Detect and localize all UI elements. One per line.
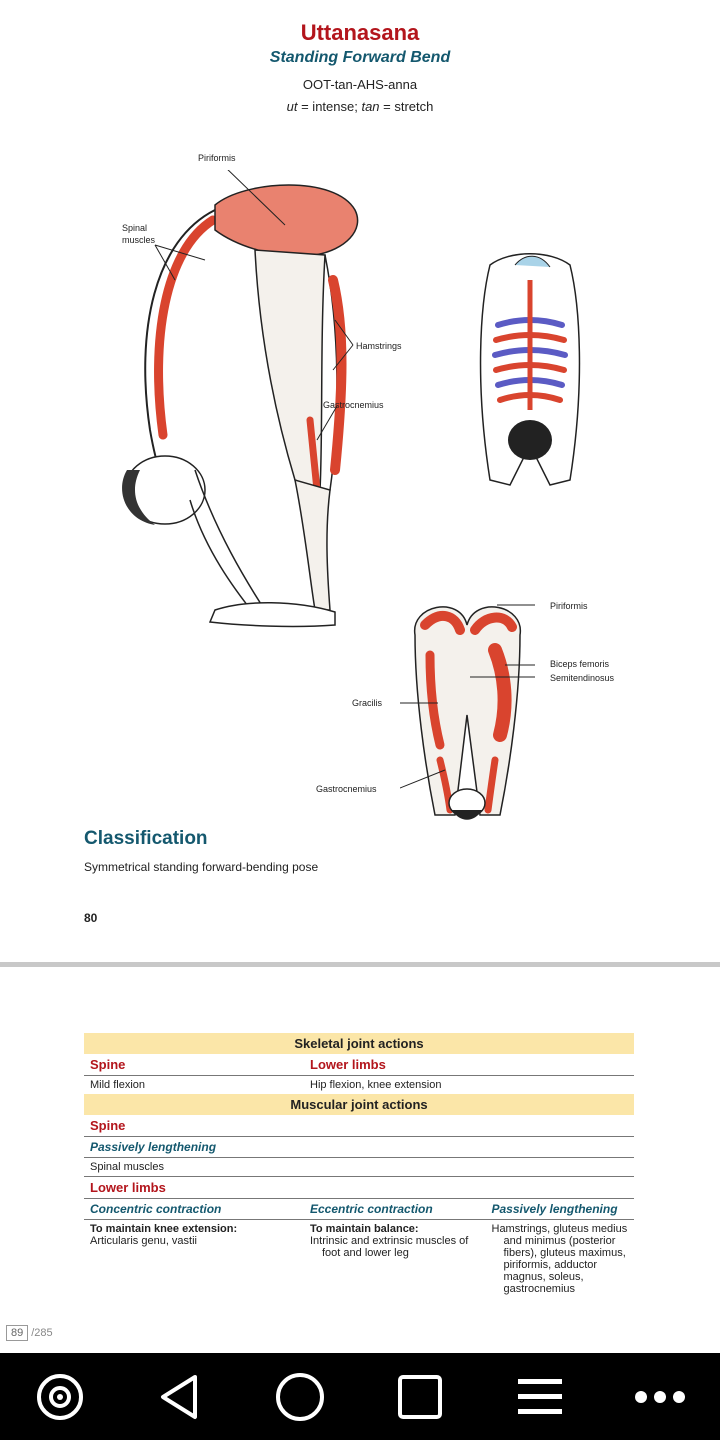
pose-subtitle: Standing Forward Bend (269, 49, 451, 66)
muscular-header: Muscular joint actions (84, 1094, 634, 1115)
col3-cell: Hamstrings, gluteus medius and minimus (… (491, 1223, 628, 1295)
lower-limbs-action: Hip flexion, knee extension (310, 1079, 442, 1091)
label-spinal-muscles: muscles (122, 235, 156, 245)
spinal-muscles: Spinal muscles (84, 1157, 634, 1177)
recents-button[interactable] (380, 1353, 460, 1440)
menu-button[interactable] (500, 1353, 580, 1440)
col1-cell: To maintain knee extension: Articularis … (90, 1223, 238, 1247)
classification-text: Symmetrical standing forward-bending pos… (84, 860, 319, 874)
label-piriformis: Piriformis (198, 153, 236, 163)
page-indicator[interactable]: 89 /285 (6, 1325, 53, 1341)
more-button[interactable] (620, 1353, 700, 1440)
home-icon (276, 1372, 324, 1421)
label-biceps-femoris: Biceps femoris (550, 659, 610, 669)
hamstring-detail-illustration (400, 604, 535, 820)
spine-action: Mild flexion (90, 1079, 146, 1091)
etymology: ut = intense; tan = stretch (286, 99, 434, 114)
label-gastrocnemius: Gastrocnemius (323, 400, 384, 410)
current-page-box[interactable]: 89 (6, 1325, 29, 1341)
passively-lengthening-1: Passively lengthening (84, 1136, 634, 1158)
page-separator (0, 962, 720, 967)
back-icon (161, 1374, 197, 1419)
recents-icon (398, 1374, 442, 1419)
eye-icon (37, 1373, 83, 1420)
total-pages: /285 (31, 1327, 53, 1339)
home-button[interactable] (260, 1353, 340, 1440)
forward-bend-side-illustration (122, 170, 359, 628)
spine-label: Spine (84, 1054, 304, 1076)
pose-title: Uttanasana (300, 20, 420, 45)
label-piriformis-2: Piriformis (550, 601, 588, 611)
back-button[interactable] (140, 1353, 220, 1440)
eye-button[interactable] (20, 1353, 100, 1440)
concentric-heading: Concentric contraction (84, 1198, 304, 1220)
navigation-bar (0, 1353, 720, 1440)
more-icon (635, 1390, 685, 1403)
label-spinal: Spinal (122, 223, 148, 233)
label-semitendinosus: Semitendinosus (550, 673, 615, 683)
book-page-81: Skeletal joint actions Spine Lower limbs… (0, 967, 720, 1353)
eccentric-heading: Eccentric contraction (304, 1198, 486, 1220)
lower-limbs-label: Lower limbs (304, 1054, 634, 1076)
joint-actions-table: Skeletal joint actions Spine Lower limbs… (84, 1033, 634, 1298)
page-number: 80 (84, 911, 98, 925)
skeletal-header: Skeletal joint actions (84, 1033, 634, 1054)
label-gastrocnemius-2: Gastrocnemius (316, 784, 377, 794)
pronunciation: OOT-tan-AHS-anna (302, 77, 418, 92)
label-hamstrings: Hamstrings (356, 341, 402, 351)
classification-heading: Classification (84, 828, 208, 849)
book-page-80: Uttanasana Standing Forward Bend OOT-tan… (84, 20, 615, 925)
lower-limbs-label-2: Lower limbs (84, 1176, 634, 1199)
spine-label-2: Spine (84, 1115, 634, 1137)
col2-cell: To maintain balance: Intrinsic and extri… (310, 1223, 469, 1259)
label-gracilis: Gracilis (352, 698, 383, 708)
menu-icon (518, 1378, 562, 1414)
passively-lengthening-2: Passively lengthening (485, 1198, 634, 1220)
back-view-ribcage-illustration (479, 253, 581, 486)
